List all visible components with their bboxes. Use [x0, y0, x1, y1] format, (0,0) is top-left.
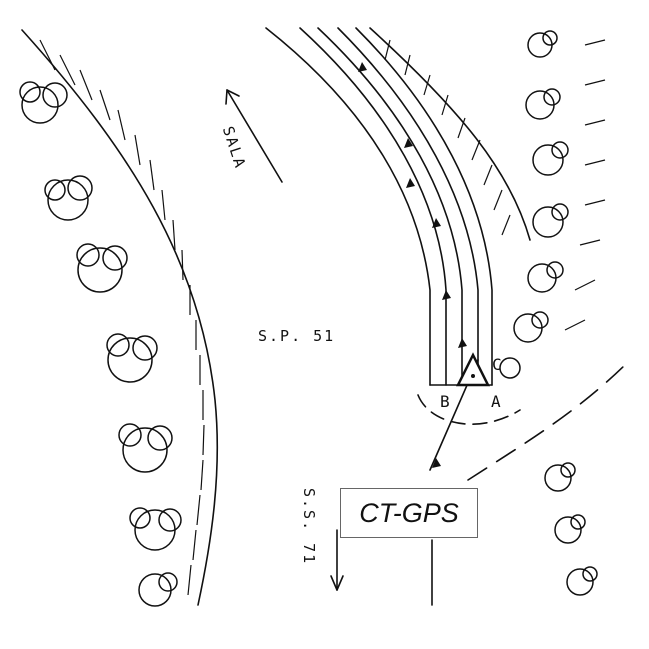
ramp-line-4 — [337, 27, 479, 386]
tree-icon — [532, 203, 569, 238]
tree-icon — [44, 175, 93, 221]
road-edge-right — [369, 27, 531, 241]
tree-icon — [527, 261, 564, 293]
road-main-label: S.P. 51 — [258, 327, 336, 345]
road-secondary-label: S.S. 71 — [300, 488, 318, 566]
tree-icon — [138, 572, 178, 607]
ramp-line-5 — [355, 27, 493, 386]
ramp-line-2 — [299, 27, 447, 386]
point-label-c: C — [492, 355, 502, 374]
tree-icon — [527, 30, 558, 58]
ramp-arrows — [358, 62, 467, 468]
tree-icon — [19, 81, 68, 124]
trees-left — [19, 81, 182, 607]
point-label-b: B — [440, 392, 450, 411]
triangle-marker-icon — [455, 352, 491, 387]
tree-icon — [532, 141, 569, 176]
embankment-hatch-right — [384, 39, 606, 331]
tree-icon — [566, 566, 598, 596]
station-name-box: CT-GPS — [340, 488, 478, 538]
tree-icon — [554, 514, 586, 544]
tree-icon — [499, 357, 521, 379]
dashed-road — [467, 359, 631, 481]
dashed-curve — [417, 394, 521, 425]
tree-icon — [525, 88, 561, 120]
tree-icon — [106, 333, 158, 383]
point-label-a: A — [491, 392, 501, 411]
ramp-line-3 — [317, 27, 463, 386]
tree-icon — [129, 507, 182, 551]
ramp-line-1 — [265, 27, 431, 386]
tree-icon — [513, 311, 549, 343]
embankment-hatch-left — [39, 39, 205, 596]
tree-icon — [76, 243, 128, 293]
trees-right — [499, 30, 598, 596]
road-edge-left — [21, 29, 219, 606]
tree-icon — [544, 462, 576, 492]
tree-icon — [118, 423, 173, 473]
